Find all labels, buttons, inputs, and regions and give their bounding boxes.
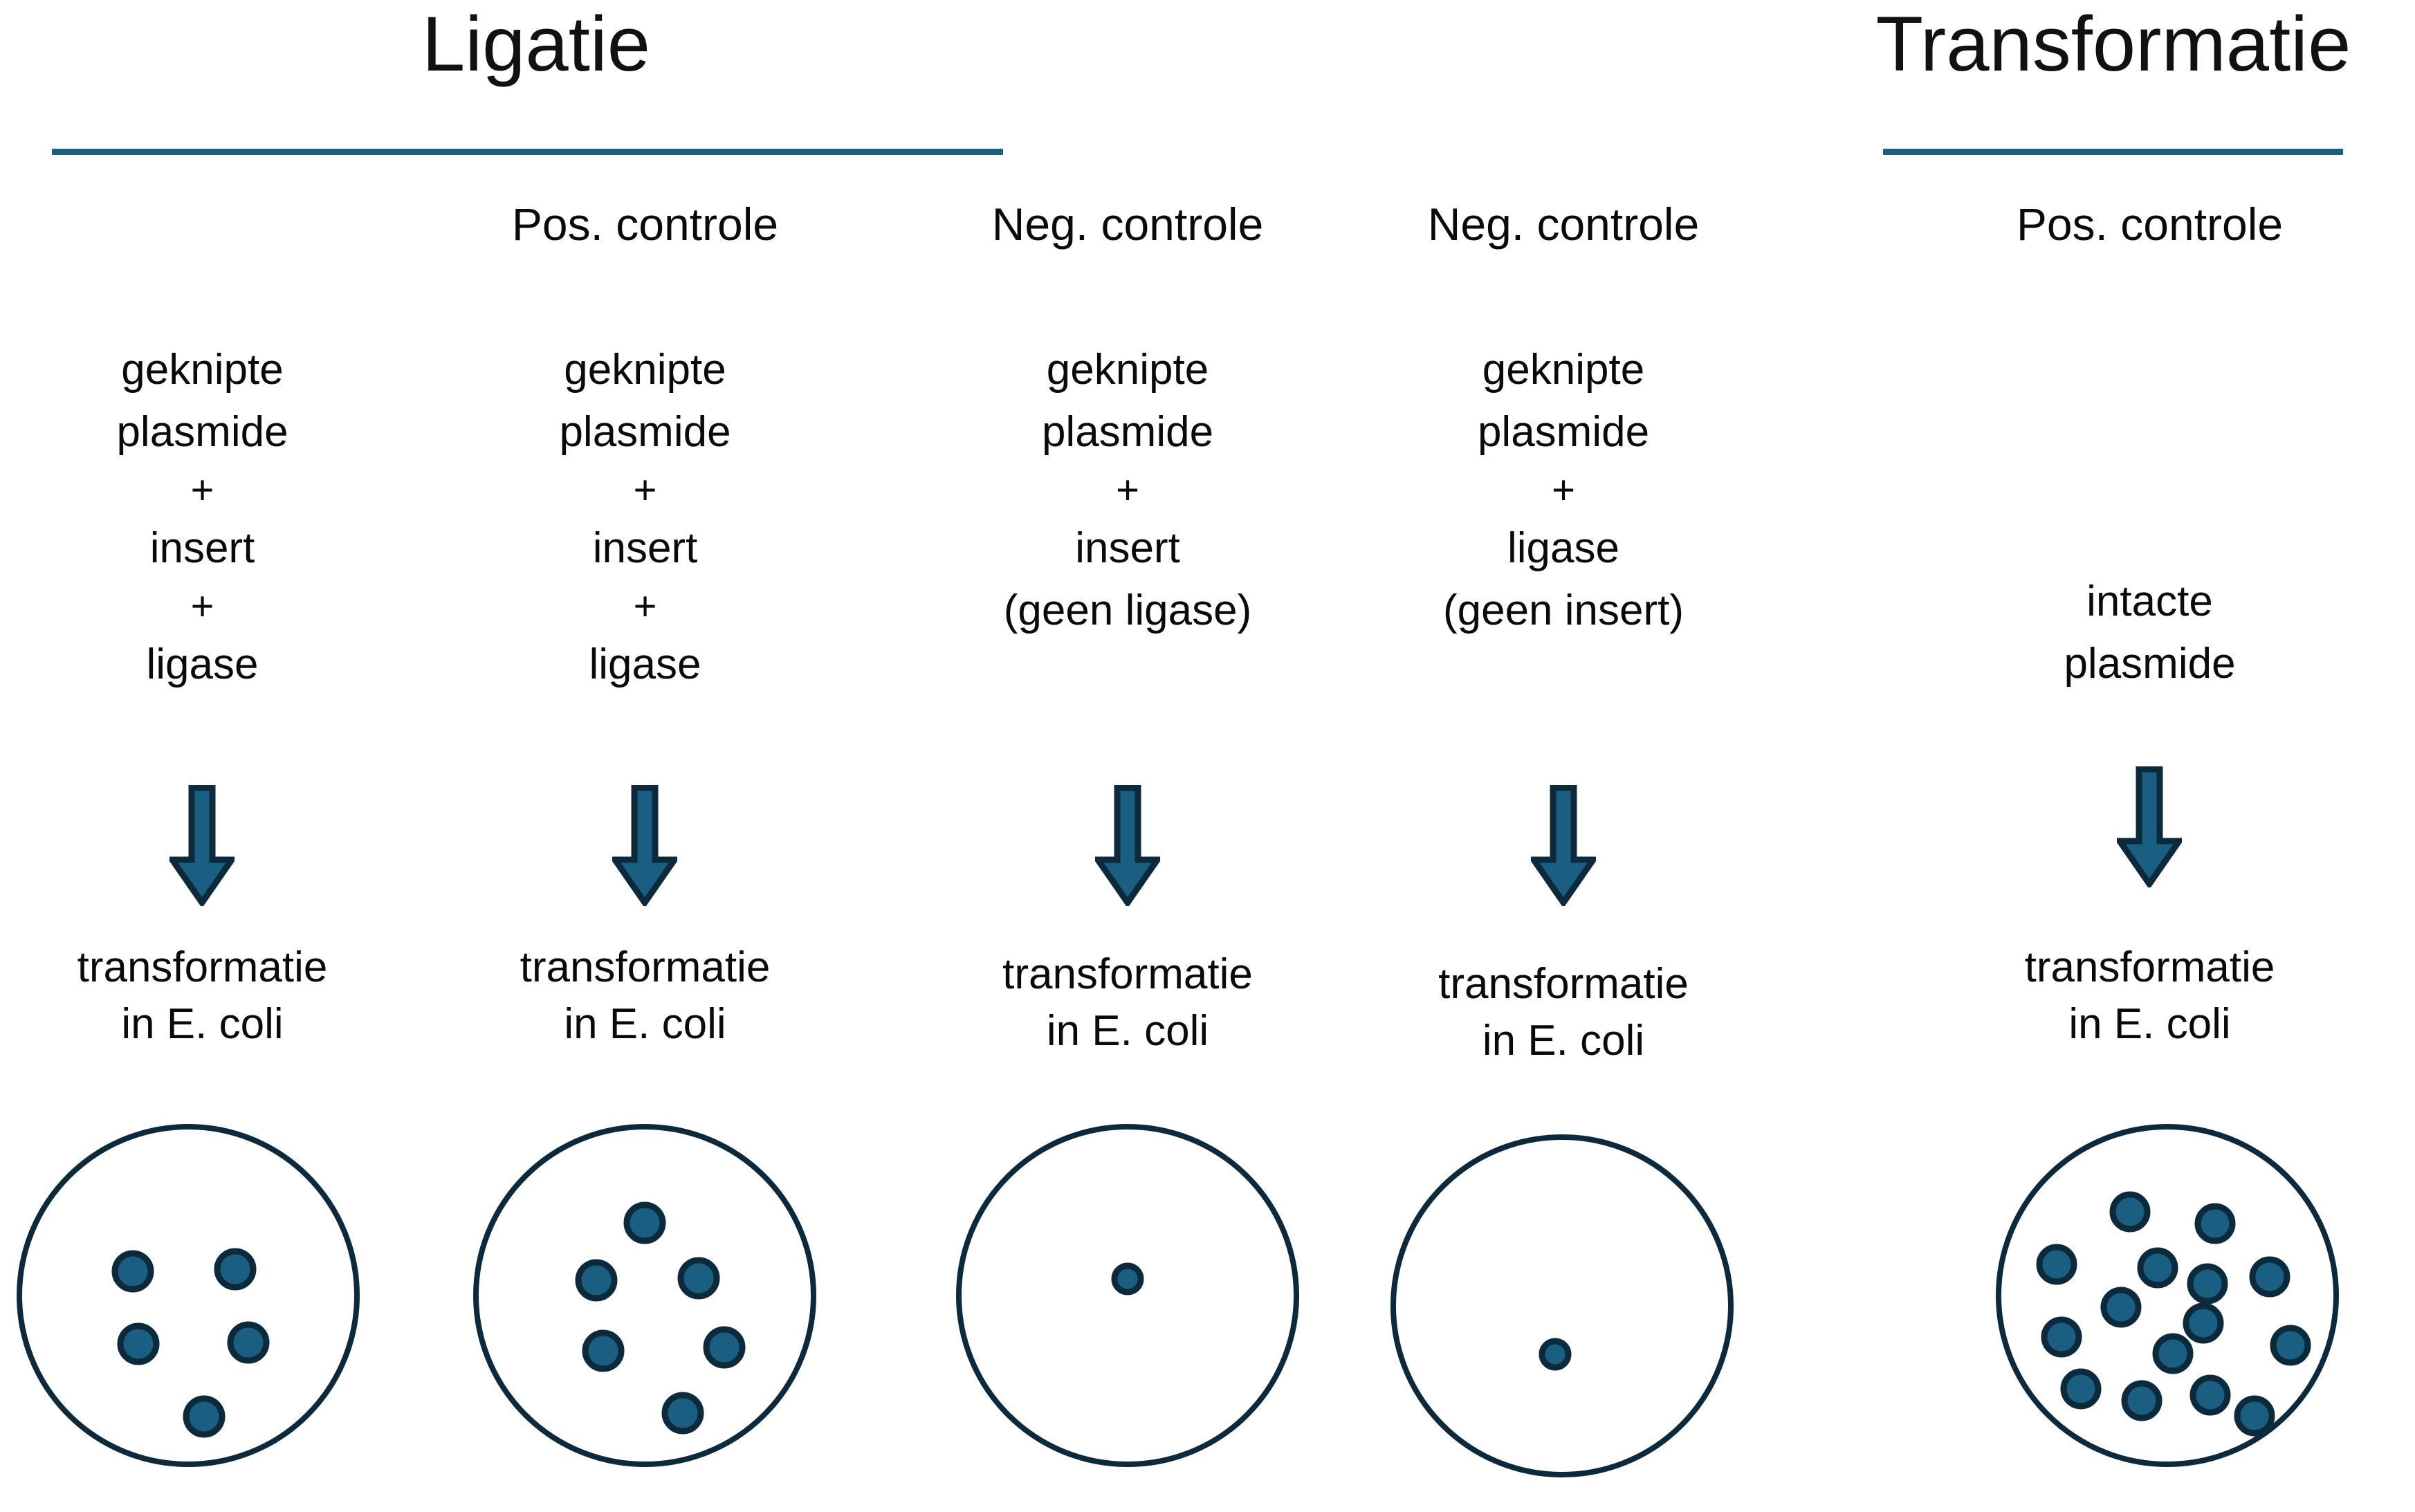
section-title-transformatie: Transformatie [1875,1,2351,87]
outcome-line: in E. coli [121,1000,284,1049]
section-rule-ligatie [52,149,1003,155]
outcome-text-2: transformatie in E. coli [443,939,847,1053]
reagent-line: geknipte [1046,346,1209,394]
section-rule-transformatie [1883,149,2343,155]
colony [2121,1380,2163,1421]
reagent-line: geknipte [121,346,284,394]
colony [2060,1368,2102,1410]
reagent-list-1: geknipte plasmide + insert + ligase [0,339,405,696]
outcome-line: transformatie [77,943,328,991]
reagent-list-3: geknipte plasmide + insert (geen ligase) [930,339,1325,642]
colony [2187,1263,2228,1304]
reagent-line: plasmide [1477,407,1650,456]
control-label-4: Neg. controle [1427,199,1700,250]
outcome-text-5: transformatie in E. coli [1947,939,2352,1053]
reagent-plus: + [1116,467,1139,513]
colony [111,1250,154,1293]
reagent-line: plasmide [116,407,288,456]
colony [2109,1191,2151,1233]
colony [582,1329,625,1372]
condition-column-1: geknipte plasmide + insert + ligase tran… [0,0,405,1512]
outcome-text-4: transformatie in E. coli [1366,956,1761,1070]
colony [2189,1374,2231,1416]
colony [677,1257,720,1300]
colony [2234,1395,2275,1437]
reagent-plus: + [1552,467,1575,513]
petri-dish-2 [472,1123,818,1468]
colony [1111,1262,1144,1296]
reagent-line: (geen insert) [1442,586,1684,634]
outcome-line: in E. coli [1482,1017,1645,1065]
condition-column-4: Neg. controle geknipte plasmide + ligase… [1366,0,1761,1512]
down-arrow-icon-4 [1531,785,1596,906]
reagent-list-2: geknipte plasmide + insert + ligase [443,339,847,696]
colony [2100,1287,2142,1328]
colony [2194,1203,2236,1244]
petri-dish-1 [15,1123,361,1468]
reagent-plus: + [190,583,214,629]
down-arrow-icon-1 [169,785,235,906]
colony [575,1259,618,1302]
colony [2041,1316,2082,1358]
reagent-line: insert [149,524,255,573]
colony [661,1392,704,1435]
reagent-line: plasmide [559,407,731,456]
reagent-plus: + [633,583,657,629]
reagent-line: geknipte [564,346,726,394]
reagent-line: insert [592,524,698,573]
colony [2183,1302,2224,1344]
reagent-line: geknipte [1482,346,1645,394]
control-label-2: Pos. controle [511,199,779,250]
outcome-line: in E. coli [564,1000,726,1049]
colony [623,1201,666,1244]
colony [183,1395,226,1438]
down-arrow-icon-3 [1095,785,1160,906]
reagent-line: insert [1075,524,1180,573]
outcome-text-3: transformatie in E. coli [930,946,1325,1060]
outcome-line: transformatie [1438,960,1689,1008]
reagent-line: plasmide [1041,407,1214,456]
colony [2137,1247,2178,1289]
colony [2152,1333,2194,1374]
reagent-line: ligase [589,640,701,689]
condition-column-2: Pos. controle geknipte plasmide + insert… [443,0,847,1512]
condition-column-3: Neg. controle geknipte plasmide + insert… [930,0,1325,1512]
condition-column-5: Pos. controle intacte plasmide transform… [1947,0,2352,1512]
outcome-line: in E. coli [2068,1000,2231,1049]
outcome-text-1: transformatie in E. coli [0,939,405,1053]
reagent-plus: + [633,467,657,513]
outcome-line: in E. coli [1046,1007,1209,1055]
colony [227,1321,270,1364]
reagent-plus: + [190,467,214,513]
reagent-line: plasmide [2064,639,2236,688]
colony [2036,1244,2077,1285]
reagent-line: (geen ligase) [1003,586,1252,634]
colony [2249,1256,2290,1298]
colony [703,1326,746,1369]
control-label-5: Pos. controle [2016,199,2284,250]
petri-dish-4 [1389,1133,1735,1479]
colony [2270,1325,2311,1366]
reagent-line: intacte [2086,578,2213,625]
petri-dish-5 [1994,1123,2340,1468]
section-title-ligatie: Ligatie [421,1,651,87]
colony [214,1248,257,1291]
down-arrow-icon-5 [2117,766,2182,887]
outcome-line: transformatie [2024,943,2275,991]
colony [1539,1338,1572,1371]
outcome-line: transformatie [1002,950,1253,998]
petri-dish-3 [955,1123,1301,1468]
reagent-list-5: intacte plasmide [1947,571,2352,695]
down-arrow-icon-2 [612,785,677,906]
reagent-line: ligase [1507,524,1619,573]
colony [117,1322,160,1365]
outcome-line: transformatie [520,943,771,991]
control-label-3: Neg. controle [991,199,1264,250]
reagent-line: ligase [146,640,259,689]
reagent-list-4: geknipte plasmide + ligase (geen insert) [1366,339,1761,642]
